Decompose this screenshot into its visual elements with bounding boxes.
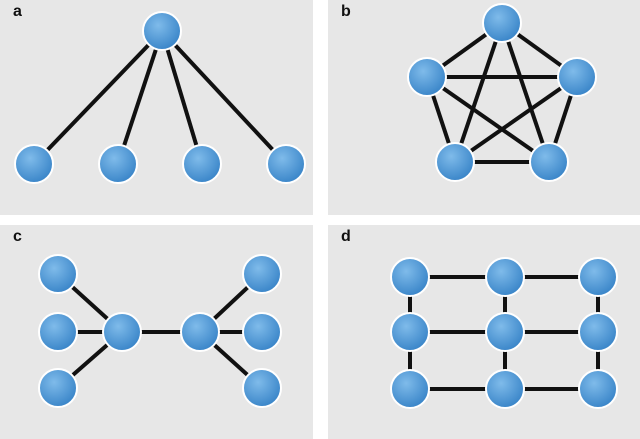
edge-a-hub-leaf-1 [32,29,164,166]
edge-a-hub-leaf-3 [160,30,204,165]
node-b-right [557,57,597,97]
panel-a: a [0,0,313,215]
node-a-leaf-3 [182,144,222,184]
panel-label-d: d [341,228,351,245]
node-a-hub [142,11,182,51]
node-c-right-hub [180,312,220,352]
panel-c: c [0,225,313,439]
node-a-leaf-2 [98,144,138,184]
node-d-r2c2 [485,312,525,352]
node-b-bottom-left [435,142,475,182]
panel-label-b: b [341,3,351,20]
panel-b: b [328,0,640,215]
graph-c [38,254,282,408]
node-b-top [482,3,522,43]
panel-label-c: c [13,228,22,245]
node-d-r1c1 [390,257,430,297]
node-d-r3c1 [390,369,430,409]
node-c-l-bot [38,368,78,408]
node-c-l-top [38,254,78,294]
node-a-leaf-1 [14,144,54,184]
edge-b-top-bottom-left [453,22,504,163]
edge-a-hub-leaf-4 [160,29,288,166]
node-d-r3c3 [578,369,618,409]
node-d-r1c2 [485,257,525,297]
graph-a [14,11,306,184]
node-c-r-bot [242,368,282,408]
node-d-r2c1 [390,312,430,352]
node-a-leaf-4 [266,144,306,184]
edge-b-right-bottom-left [453,75,579,164]
panel-label-a: a [13,3,22,20]
node-c-r-top [242,254,282,294]
node-c-left-hub [102,312,142,352]
node-c-r-mid [242,312,282,352]
node-b-bottom-right [529,142,569,182]
graph-b [407,3,597,182]
node-d-r3c2 [485,369,525,409]
edge-b-top-bottom-right [500,22,551,163]
node-b-left [407,57,447,97]
node-c-l-mid [38,312,78,352]
graph-d [390,257,618,409]
panel-d: d [328,225,640,439]
edge-a-hub-leaf-2 [116,30,164,165]
node-d-r2c3 [578,312,618,352]
edge-b-left-bottom-right [425,75,551,164]
node-d-r1c3 [578,257,618,297]
